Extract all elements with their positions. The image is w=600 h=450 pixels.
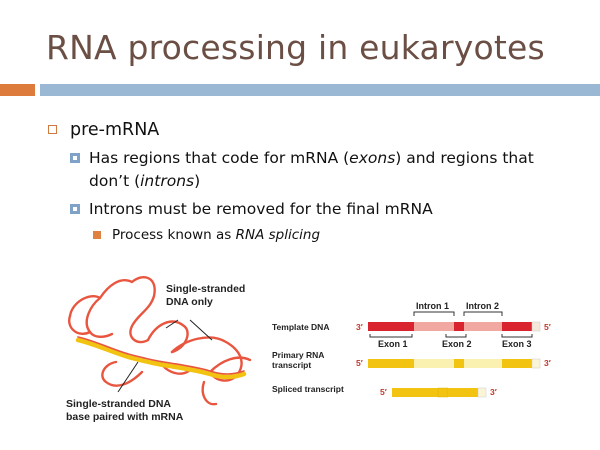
dna-strand-main: [77, 336, 245, 375]
bullet-italic-exons: exons: [349, 149, 396, 167]
square-bullet-icon: [70, 153, 80, 163]
primary-transcript-bar: [368, 358, 541, 369]
square-bullet-icon: [70, 204, 80, 214]
splicing-schematic: Intron 1 Intron 2 Template DNA 3′ 5′ Exo…: [272, 301, 551, 398]
label-template-dna: Template DNA: [272, 322, 329, 332]
label-intron2: Intron 2: [466, 301, 499, 311]
label-intron1: Intron 1: [416, 301, 449, 311]
spliced-transcript-bar: [392, 387, 487, 398]
bullet-text: Has regions that code for mRNA (: [89, 149, 350, 167]
accent-bar-blue: [40, 84, 600, 96]
slide-title: RNA processing in eukaryotes: [46, 28, 545, 67]
bullet-list: pre-mRNA Has regions that code for mRNA …: [48, 118, 568, 245]
bullet-text: Process known as: [112, 227, 236, 243]
dna-mrna-hybrid-figure: Single-stranded DNA only Single-stranded…: [66, 276, 252, 423]
label-3prime-dna: 3′: [356, 322, 363, 332]
mrna-strand: [75, 337, 247, 380]
label-primary-rna-1: Primary RNA: [272, 350, 324, 360]
bullet-level3-splicing: Process known as RNA splicing: [93, 225, 568, 245]
label-5prime-spliced: 5′: [380, 387, 387, 397]
label-base-paired-2: base paired with mRNA: [66, 411, 184, 423]
hollow-square-bullet-icon: [48, 125, 57, 134]
bullet-italic-rna-splicing: RNA splicing: [235, 227, 321, 243]
accent-bar-orange: [0, 84, 35, 96]
bullet-text: Introns must be removed for the final mR…: [89, 200, 433, 218]
bullet-text: ) and regions that don’t (: [89, 149, 534, 190]
label-single-stranded-1: Single-stranded: [166, 283, 245, 295]
callout-lines: [117, 319, 213, 393]
label-exon2: Exon 2: [442, 339, 472, 349]
bullet-level1: pre-mRNA: [48, 118, 568, 142]
bullet-italic-introns: introns: [140, 172, 195, 190]
label-spliced-transcript: Spliced transcript: [272, 384, 344, 394]
label-single-stranded-2: DNA only: [166, 296, 213, 308]
intron-brackets: [413, 311, 503, 316]
label-base-paired-1: Single-stranded DNA: [66, 398, 171, 410]
label-3prime-rna: 3′: [544, 358, 551, 368]
bullet-text: ): [194, 172, 201, 190]
template-dna-bar: [368, 321, 541, 332]
bullet-level2-introns-removed: Introns must be removed for the final mR…: [70, 198, 568, 221]
exon-brackets: [369, 334, 533, 338]
bullet-level2-exons: Has regions that code for mRNA (exons) a…: [70, 147, 568, 193]
dna-loops: [68, 276, 252, 406]
label-exon3: Exon 3: [502, 339, 532, 349]
filled-square-bullet-icon: [93, 231, 101, 239]
label-5prime-dna: 5′: [544, 322, 551, 332]
label-primary-rna-2: transcript: [272, 360, 311, 370]
bullet-pre-mrna: pre-mRNA: [70, 120, 160, 140]
label-5prime-rna: 5′: [356, 358, 363, 368]
label-3prime-spliced: 3′: [490, 387, 497, 397]
label-exon1: Exon 1: [378, 339, 408, 349]
